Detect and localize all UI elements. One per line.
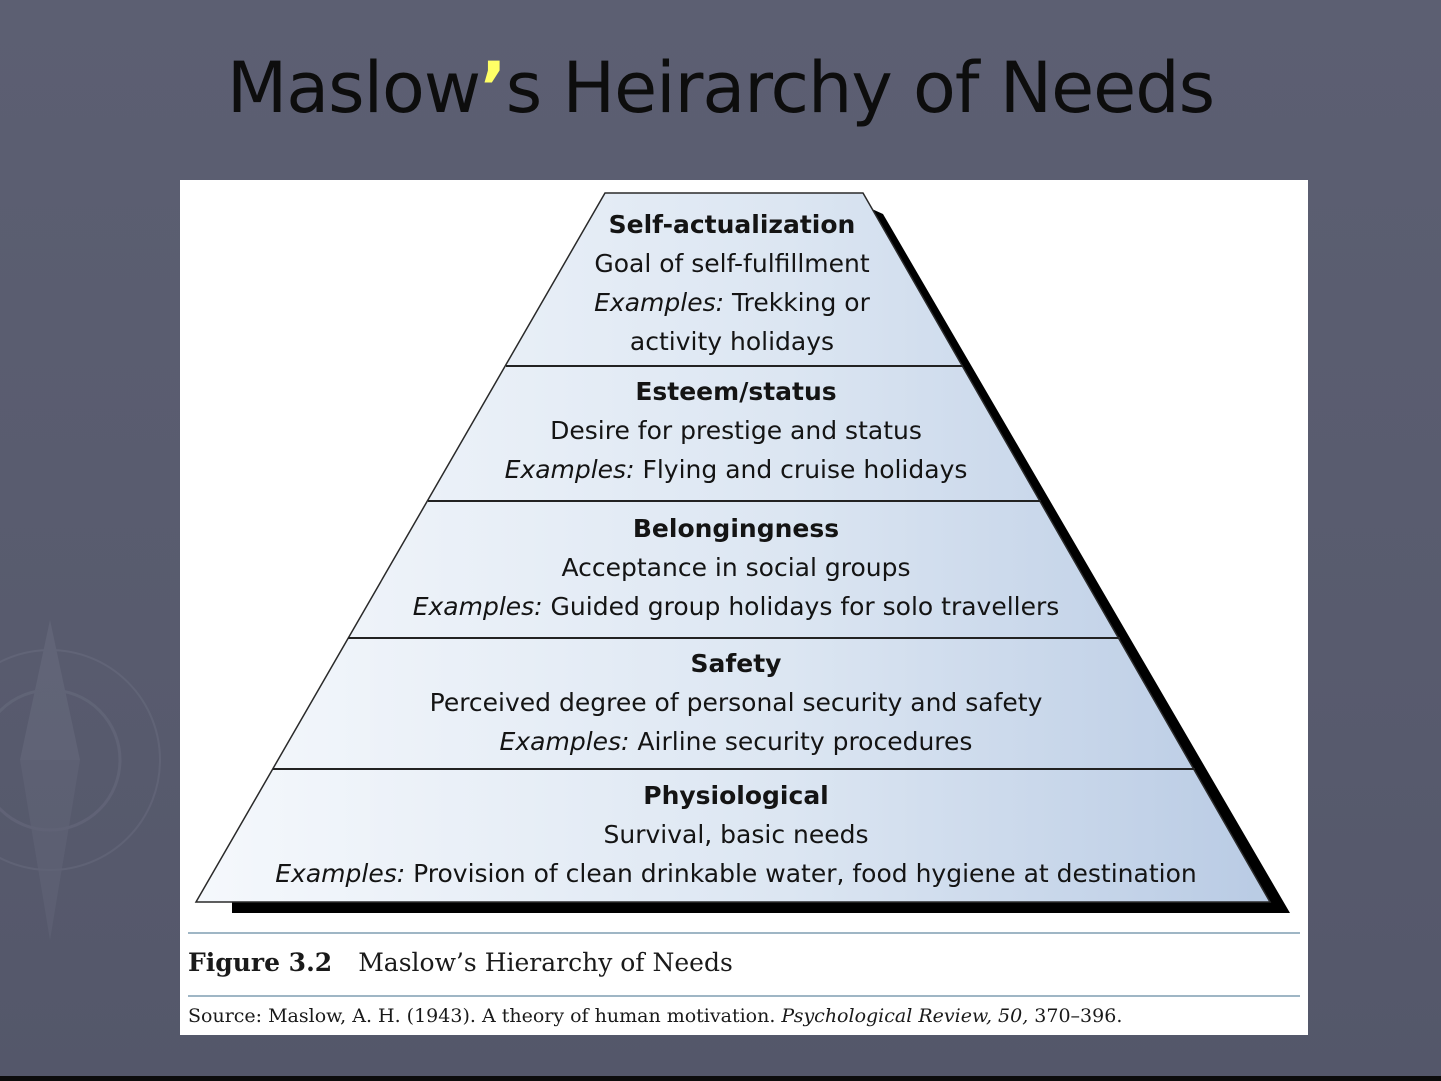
slide-title: Maslow’s Heirarchy of Needs: [0, 38, 1441, 138]
level-esteem-status: Esteem/status Desire for prestige and st…: [505, 372, 968, 489]
caption-top-rule: [188, 932, 1300, 934]
level-description: Perceived degree of personal security an…: [429, 688, 1043, 717]
level-physiological: Physiological Survival, basic needs Exam…: [275, 776, 1196, 893]
source-pages: 370–396.: [1028, 1005, 1123, 1027]
pyramid-diagram: [194, 192, 1290, 913]
examples-prefix: Examples:: [275, 859, 406, 888]
source-journal: Psychological Review, 50,: [781, 1005, 1029, 1027]
level-title: Self-actualization: [608, 210, 856, 239]
level-safety: Safety Perceived degree of personal secu…: [430, 644, 1043, 761]
level-examples: Examples: Trekking or: [594, 283, 870, 322]
level-description: Goal of self-fulfillment: [594, 249, 870, 278]
level-examples: Examples: Guided group holidays for solo…: [413, 587, 1060, 626]
examples-text: Airline security procedures: [629, 727, 973, 756]
level-examples: Examples: Flying and cruise holidays: [505, 450, 968, 489]
examples-text: Flying and cruise holidays: [634, 455, 968, 484]
figure-caption: Figure 3.2 Maslow’s Hierarchy of Needs: [188, 945, 733, 981]
examples-prefix: Examples:: [504, 455, 635, 484]
level-title: Physiological: [643, 781, 829, 810]
examples-text: Trekking or: [724, 288, 870, 317]
compass-watermark-icon: [0, 620, 161, 940]
examples-prefix: Examples:: [412, 592, 543, 621]
level-description: Survival, basic needs: [603, 820, 869, 849]
examples-text: Provision of clean drinkable water, food…: [405, 859, 1197, 888]
level-belongingness: Belongingness Acceptance in social group…: [413, 509, 1060, 626]
source-citation: Source: Maslow, A. H. (1943). A theory o…: [188, 1000, 1122, 1032]
examples-prefix: Examples:: [499, 727, 630, 756]
figure-title: Maslow’s Hierarchy of Needs: [358, 948, 733, 977]
level-examples: Examples: Provision of clean drinkable w…: [275, 854, 1196, 893]
title-text-after: s Heirarchy of Needs: [505, 47, 1215, 129]
level-title: Belongingness: [632, 514, 840, 543]
title-text-before: Maslow: [226, 47, 481, 129]
figure-number: Figure 3.2: [188, 948, 333, 977]
level-title: Safety: [690, 649, 782, 678]
level-description: Desire for prestige and status: [550, 416, 922, 445]
level-examples: Examples: Airline security procedures: [430, 722, 1043, 761]
level-self-actualization: Self-actualization Goal of self-fulfillm…: [594, 205, 870, 361]
pyramid-shadow: [232, 205, 1290, 913]
source-prefix: Source: Maslow, A. H. (1943). A theory o…: [188, 1005, 782, 1027]
examples-text: Guided group holidays for solo traveller…: [542, 592, 1060, 621]
examples-prefix: Examples:: [594, 288, 725, 317]
title-apostrophe: ’: [480, 47, 507, 129]
bottom-bar: [0, 1076, 1441, 1081]
examples-continuation: activity holidays: [629, 327, 835, 356]
caption-bottom-rule: [188, 995, 1300, 997]
pyramid-body: [194, 192, 1272, 903]
level-description: Acceptance in social groups: [561, 553, 911, 582]
level-title: Esteem/status: [635, 377, 837, 406]
figure-panel: Self-actualization Goal of self-fulfillm…: [180, 180, 1308, 1035]
